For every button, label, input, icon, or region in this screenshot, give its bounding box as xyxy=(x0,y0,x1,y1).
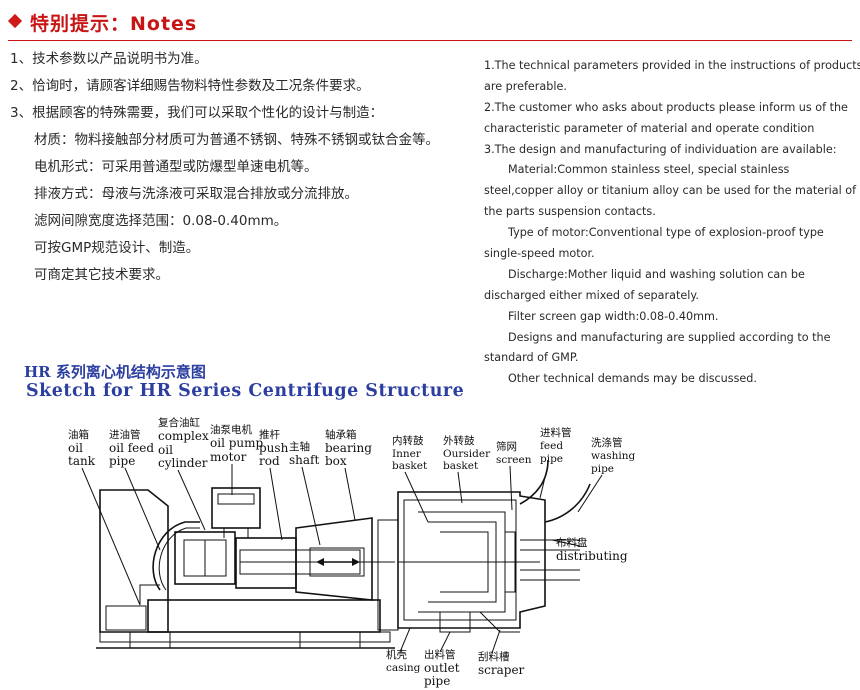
label-screen: 筛网 screen xyxy=(496,440,532,466)
en-line: 3.The design and manufacturing of indivi… xyxy=(484,142,837,156)
label-feed-pipe: 进料管 feed pipe xyxy=(540,426,572,465)
svg-text:rod: rod xyxy=(259,454,280,468)
header-rule xyxy=(8,40,852,41)
notes-title: 特别提示：Notes xyxy=(30,13,198,35)
svg-text:distributing: distributing xyxy=(556,549,628,563)
en-line: 1.The technical parameters provided in t… xyxy=(484,59,860,72)
svg-text:机壳: 机壳 xyxy=(386,648,407,661)
svg-text:推杆: 推杆 xyxy=(259,428,280,441)
svg-text:出料管: 出料管 xyxy=(424,648,456,661)
cn-line: 可按GMP规范设计、制造。 xyxy=(34,240,200,256)
svg-text:oil: oil xyxy=(68,441,83,455)
svg-text:筛网: 筛网 xyxy=(496,440,517,453)
label-push-rod: 推杆 push rod xyxy=(259,428,289,468)
svg-text:outlet: outlet xyxy=(424,661,460,675)
svg-text:casing: casing xyxy=(386,662,421,674)
en-line: Discharge:Mother liquid and washing solu… xyxy=(508,267,805,281)
svg-text:pipe: pipe xyxy=(540,453,563,465)
label-washing-pipe: 洗涤管 washing pipe xyxy=(591,436,636,475)
svg-text:油箱: 油箱 xyxy=(68,428,89,441)
svg-text:外转鼓: 外转鼓 xyxy=(443,434,475,447)
label-oil-feed-pipe: 进油管 oil feed pipe xyxy=(109,428,154,468)
en-line: single-speed motor. xyxy=(484,247,595,261)
svg-text:basket: basket xyxy=(392,460,428,472)
en-line: Designs and manufacturing are supplied a… xyxy=(508,330,831,344)
svg-text:cylinder: cylinder xyxy=(158,456,208,470)
svg-text:bearing: bearing xyxy=(325,441,372,455)
svg-text:scraper: scraper xyxy=(478,663,525,677)
label-scraper: 刮料槽 scraper xyxy=(478,650,525,677)
label-outlet-pipe: 出料管 outlet pipe xyxy=(424,648,460,688)
notes-english: 1.The technical parameters provided in t… xyxy=(484,56,860,390)
en-line: Material:Common stainless steel, special… xyxy=(508,163,790,177)
notes-chinese: 1、技术参数以产品说明书为准。 2、恰询时，请顾客详细赐告物料特性参数及工况条件… xyxy=(10,46,480,289)
en-line: Other technical demands may be discussed… xyxy=(508,372,757,386)
label-shaft: 主轴 shaft xyxy=(289,440,319,467)
cn-line: 2、恰询时，请顾客详细赐告物料特性参数及工况条件要求。 xyxy=(10,78,370,94)
svg-text:Inner: Inner xyxy=(392,448,422,460)
cn-line: 排液方式：母液与洗涤液可采取混合排放或分流排放。 xyxy=(34,186,358,202)
svg-text:复合油缸: 复合油缸 xyxy=(158,416,200,429)
svg-text:shaft: shaft xyxy=(289,453,319,467)
en-line: the parts suspension contacts. xyxy=(484,205,656,219)
svg-text:complex: complex xyxy=(158,429,209,443)
svg-text:push: push xyxy=(259,441,289,455)
svg-text:内转鼓: 内转鼓 xyxy=(392,434,424,447)
sketch-title-en: Sketch for HR Series Centrifuge Structur… xyxy=(26,381,465,401)
cn-line: 材质：物料接触部分材质可为普通不锈钢、特殊不锈钢或钛合金等。 xyxy=(34,132,439,148)
en-line: Filter screen gap width:0.08-0.40mm. xyxy=(508,309,719,323)
centrifuge-diagram: 油箱 oil tank 进油管 oil feed pipe 复合油缸 compl… xyxy=(68,416,636,688)
svg-text:pipe: pipe xyxy=(591,463,614,475)
en-line: standard of GMP. xyxy=(484,351,579,365)
cn-line: 3、根据顾客的特殊需要，我们可以采取个性化的设计与制造： xyxy=(10,105,384,121)
cn-line: 1、技术参数以产品说明书为准。 xyxy=(10,51,208,67)
svg-text:tank: tank xyxy=(68,454,96,468)
label-bearing-box: 轴承箱 bearing box xyxy=(325,428,372,468)
en-line: characteristic parameter of material and… xyxy=(484,121,815,135)
label-oil-tank: 油箱 oil tank xyxy=(68,428,96,468)
label-inner-basket: 内转鼓 Inner basket xyxy=(392,434,428,472)
svg-text:washing: washing xyxy=(591,450,636,462)
label-outer-basket: 外转鼓 Oursider basket xyxy=(443,434,491,472)
svg-text:motor: motor xyxy=(210,450,247,464)
svg-text:basket: basket xyxy=(443,460,479,472)
svg-text:油泵电机: 油泵电机 xyxy=(210,423,252,436)
svg-text:轴承箱: 轴承箱 xyxy=(325,428,357,441)
svg-text:oil feed: oil feed xyxy=(109,441,154,455)
label-casing: 机壳 casing xyxy=(386,648,421,674)
cn-line: 可商定其它技术要求。 xyxy=(34,267,169,283)
label-complex-cylinder: 复合油缸 complex oil cylinder xyxy=(158,416,209,470)
notes-header: 特别提示：Notes xyxy=(7,8,852,41)
svg-text:进料管: 进料管 xyxy=(540,426,572,439)
en-line: Type of motor:Conventional type of explo… xyxy=(508,226,824,240)
svg-text:布料盘: 布料盘 xyxy=(556,536,588,549)
label-distributing: 布料盘 distributing xyxy=(556,536,628,563)
cn-line: 电机形式：可采用普通型或防爆型单速电机等。 xyxy=(34,159,318,175)
svg-text:oil pump: oil pump xyxy=(210,436,264,450)
svg-text:feed: feed xyxy=(540,440,563,452)
cn-line: 滤网间隙宽度选择范围：0.08-0.40mm。 xyxy=(34,213,288,229)
en-line: steel,copper alloy or titanium alloy can… xyxy=(484,184,857,198)
sketch-title-cn: HR 系列离心机结构示意图 xyxy=(24,363,206,381)
label-oil-pump-motor: 油泵电机 oil pump motor xyxy=(210,423,264,464)
svg-text:pipe: pipe xyxy=(424,674,450,688)
svg-text:box: box xyxy=(325,454,347,468)
svg-text:oil: oil xyxy=(158,443,173,457)
diamond-bullet-icon xyxy=(7,13,23,29)
svg-text:pipe: pipe xyxy=(109,454,135,468)
svg-text:刮料槽: 刮料槽 xyxy=(478,650,510,663)
en-line: 2.The customer who asks about products p… xyxy=(484,100,848,114)
svg-text:主轴: 主轴 xyxy=(289,440,310,453)
svg-text:洗涤管: 洗涤管 xyxy=(591,436,623,449)
en-line: are preferable. xyxy=(484,79,567,93)
en-line: discharged either mixed of separately. xyxy=(484,288,699,302)
centrifuge-body xyxy=(96,459,591,649)
svg-text:Oursider: Oursider xyxy=(443,448,491,460)
svg-text:进油管: 进油管 xyxy=(109,428,141,441)
svg-text:screen: screen xyxy=(496,454,532,466)
